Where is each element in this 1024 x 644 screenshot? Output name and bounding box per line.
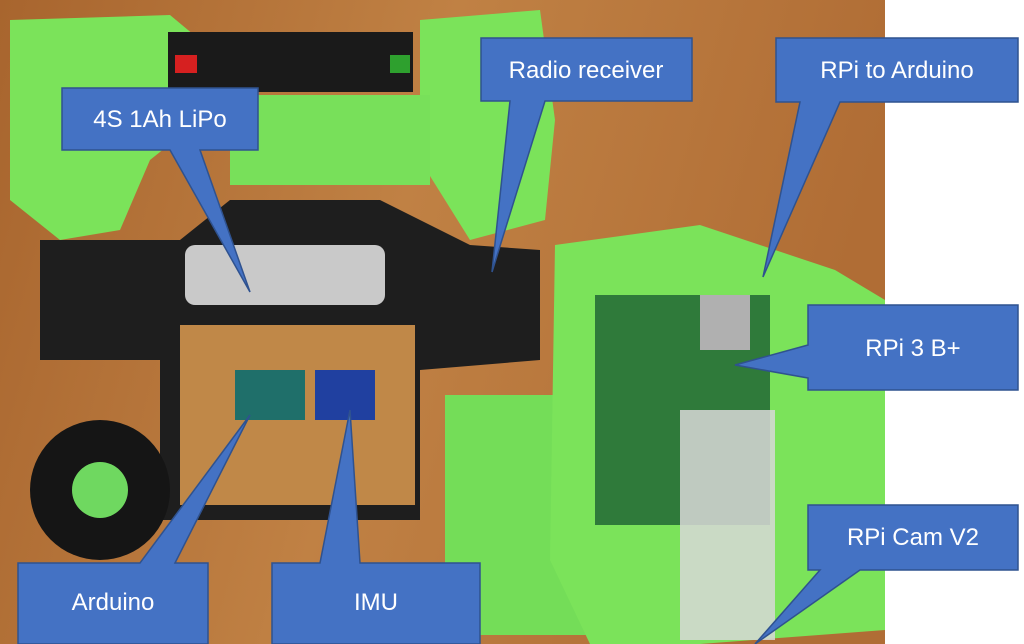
callout-label: Radio receiver bbox=[509, 57, 664, 84]
battery-holder bbox=[168, 32, 413, 92]
callout-radio-receiver: Radio receiver bbox=[480, 37, 693, 273]
red-connector bbox=[175, 55, 197, 73]
callout-lipo: 4S 1Ah LiPo bbox=[61, 87, 259, 293]
ethernet-port bbox=[700, 295, 750, 350]
callout-label: RPi to Arduino bbox=[820, 57, 973, 84]
green-connector bbox=[390, 55, 410, 73]
lipo-battery bbox=[185, 245, 385, 305]
arduino-board bbox=[235, 370, 305, 420]
green-bumper bbox=[230, 95, 430, 185]
ribbon-cable bbox=[680, 410, 775, 640]
callout-rpi-to-arduino: RPi to Arduino bbox=[762, 37, 1019, 278]
wheel-hub bbox=[72, 462, 128, 518]
callout-label: RPi Cam V2 bbox=[847, 524, 979, 551]
callout-arduino: Arduino bbox=[17, 414, 251, 644]
callout-label: 4S 1Ah LiPo bbox=[93, 106, 226, 133]
callout-rpi: RPi 3 B+ bbox=[734, 304, 1019, 391]
callout-rpi-cam: RPi Cam V2 bbox=[754, 504, 1019, 644]
callout-label: RPi 3 B+ bbox=[865, 335, 960, 362]
imu-board bbox=[315, 370, 375, 420]
callout-label: Arduino bbox=[72, 589, 155, 616]
callout-label: IMU bbox=[354, 589, 398, 616]
callout-imu: IMU bbox=[271, 409, 481, 644]
